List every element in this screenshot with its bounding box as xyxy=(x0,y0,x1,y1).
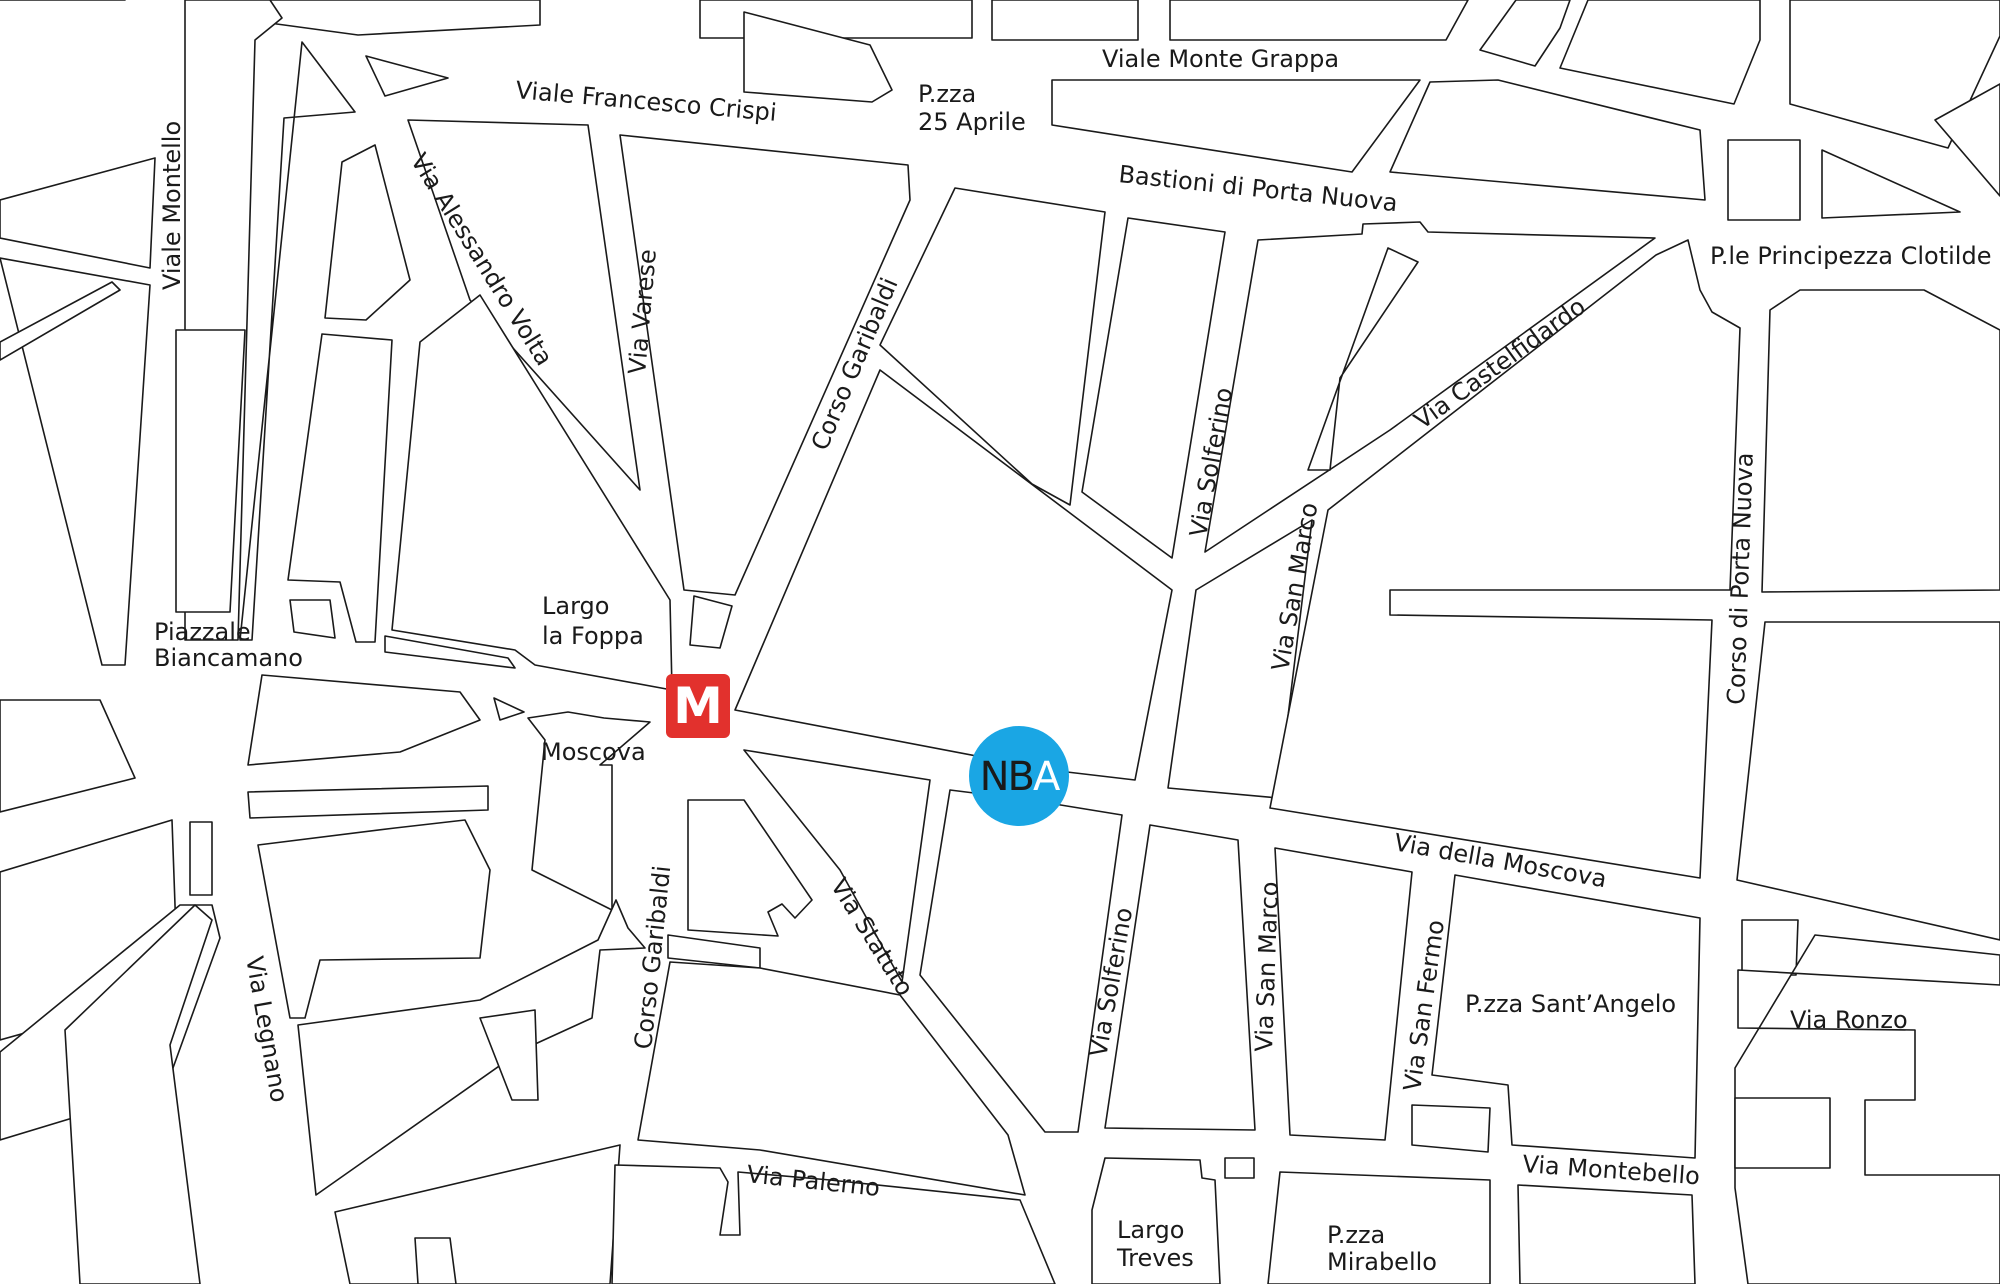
block xyxy=(699,0,973,39)
block xyxy=(1411,1104,1491,1153)
block xyxy=(1741,919,1799,976)
block xyxy=(879,187,1106,506)
block xyxy=(1104,824,1256,1131)
block xyxy=(1479,0,1571,67)
block xyxy=(687,799,813,937)
label-viale-monte-grappa: Viale Monte Grappa xyxy=(1102,45,1339,73)
label-largo-treves-2: Treves xyxy=(1116,1244,1194,1272)
block xyxy=(1734,1097,1831,1169)
metro-station-marker[interactable]: M xyxy=(666,674,730,738)
block xyxy=(247,674,481,766)
block xyxy=(479,1009,539,1101)
block xyxy=(324,144,411,321)
block xyxy=(407,119,641,491)
block xyxy=(0,257,151,666)
block xyxy=(64,904,213,1284)
block xyxy=(689,595,733,649)
block xyxy=(1789,0,2000,149)
label-pzza-mirabello-2: Mirabello xyxy=(1327,1248,1437,1276)
nba-logo-part1: NB xyxy=(980,754,1033,800)
label-pzza-25-aprile-2: 25 Aprile xyxy=(918,108,1026,136)
label-viale-montello: Viale Montello xyxy=(158,121,186,290)
block xyxy=(261,0,541,36)
block xyxy=(1734,934,2000,1284)
block xyxy=(247,785,489,819)
block xyxy=(257,819,491,1019)
block xyxy=(1081,217,1226,559)
metro-letter: M xyxy=(673,677,723,735)
block xyxy=(365,55,449,97)
block xyxy=(991,0,1139,41)
block xyxy=(297,899,646,1196)
block xyxy=(1051,79,1421,173)
label-largo-la-foppa-2: la Foppa xyxy=(542,622,644,650)
nba-logo-part2: A xyxy=(1033,754,1061,800)
block xyxy=(1269,239,1741,879)
label-pzza-25-aprile-1: P.zza xyxy=(918,80,976,108)
block xyxy=(1559,0,1761,105)
block xyxy=(1389,79,1706,201)
block xyxy=(414,1237,457,1284)
block xyxy=(239,41,356,641)
block xyxy=(1091,1157,1221,1284)
block xyxy=(0,699,136,813)
block xyxy=(1727,139,1801,221)
block xyxy=(619,134,911,596)
block xyxy=(1224,1157,1255,1179)
label-largo-la-foppa-1: Largo xyxy=(542,592,609,620)
block xyxy=(1761,289,2000,593)
block xyxy=(334,1144,621,1284)
block xyxy=(384,635,516,669)
block xyxy=(1821,149,1961,219)
label-piazzale-biancamano-2: Biancamano xyxy=(154,644,303,672)
label-via-san-marco-south: Via San Marco xyxy=(1250,881,1284,1052)
block xyxy=(527,711,651,911)
nba-location-marker[interactable]: NBA xyxy=(969,726,1069,826)
label-ple-principezza-clotilde: P.le Principezza Clotilde xyxy=(1710,242,1991,270)
label-pzza-santangelo: P.zza Sant’Angelo xyxy=(1465,990,1676,1018)
label-piazzale-biancamano-1: Piazzale xyxy=(154,618,251,646)
label-viale-francesco-crispi: Viale Francesco Crispi xyxy=(514,76,777,127)
block xyxy=(0,281,121,361)
block xyxy=(1517,1184,1696,1284)
block xyxy=(391,294,673,691)
block xyxy=(611,1164,1056,1284)
label-largo-treves-1: Largo xyxy=(1117,1216,1184,1244)
block xyxy=(0,157,156,269)
label-bastioni-porta-nuova: Bastioni di Porta Nuova xyxy=(1117,160,1399,217)
block xyxy=(1169,0,1469,41)
block xyxy=(637,961,1026,1196)
block xyxy=(1934,83,2000,197)
block xyxy=(493,697,525,721)
block xyxy=(743,11,893,103)
block xyxy=(734,369,1173,781)
block xyxy=(743,749,931,983)
label-moscova: Moscova xyxy=(541,738,646,766)
label-pzza-mirabello-1: P.zza xyxy=(1327,1221,1385,1249)
block xyxy=(1736,621,2000,941)
nba-logo-text: NBA xyxy=(980,754,1061,800)
block xyxy=(1431,874,1701,1159)
block xyxy=(1274,847,1413,1141)
block xyxy=(289,599,336,639)
metro-icon xyxy=(666,674,730,738)
nba-pin-icon xyxy=(969,726,1069,826)
block xyxy=(287,333,393,643)
block xyxy=(175,329,246,613)
label-via-ronzo: Via Ronzo xyxy=(1790,1006,1908,1034)
block xyxy=(189,821,213,896)
block xyxy=(1307,247,1419,471)
block xyxy=(1267,1171,1491,1284)
